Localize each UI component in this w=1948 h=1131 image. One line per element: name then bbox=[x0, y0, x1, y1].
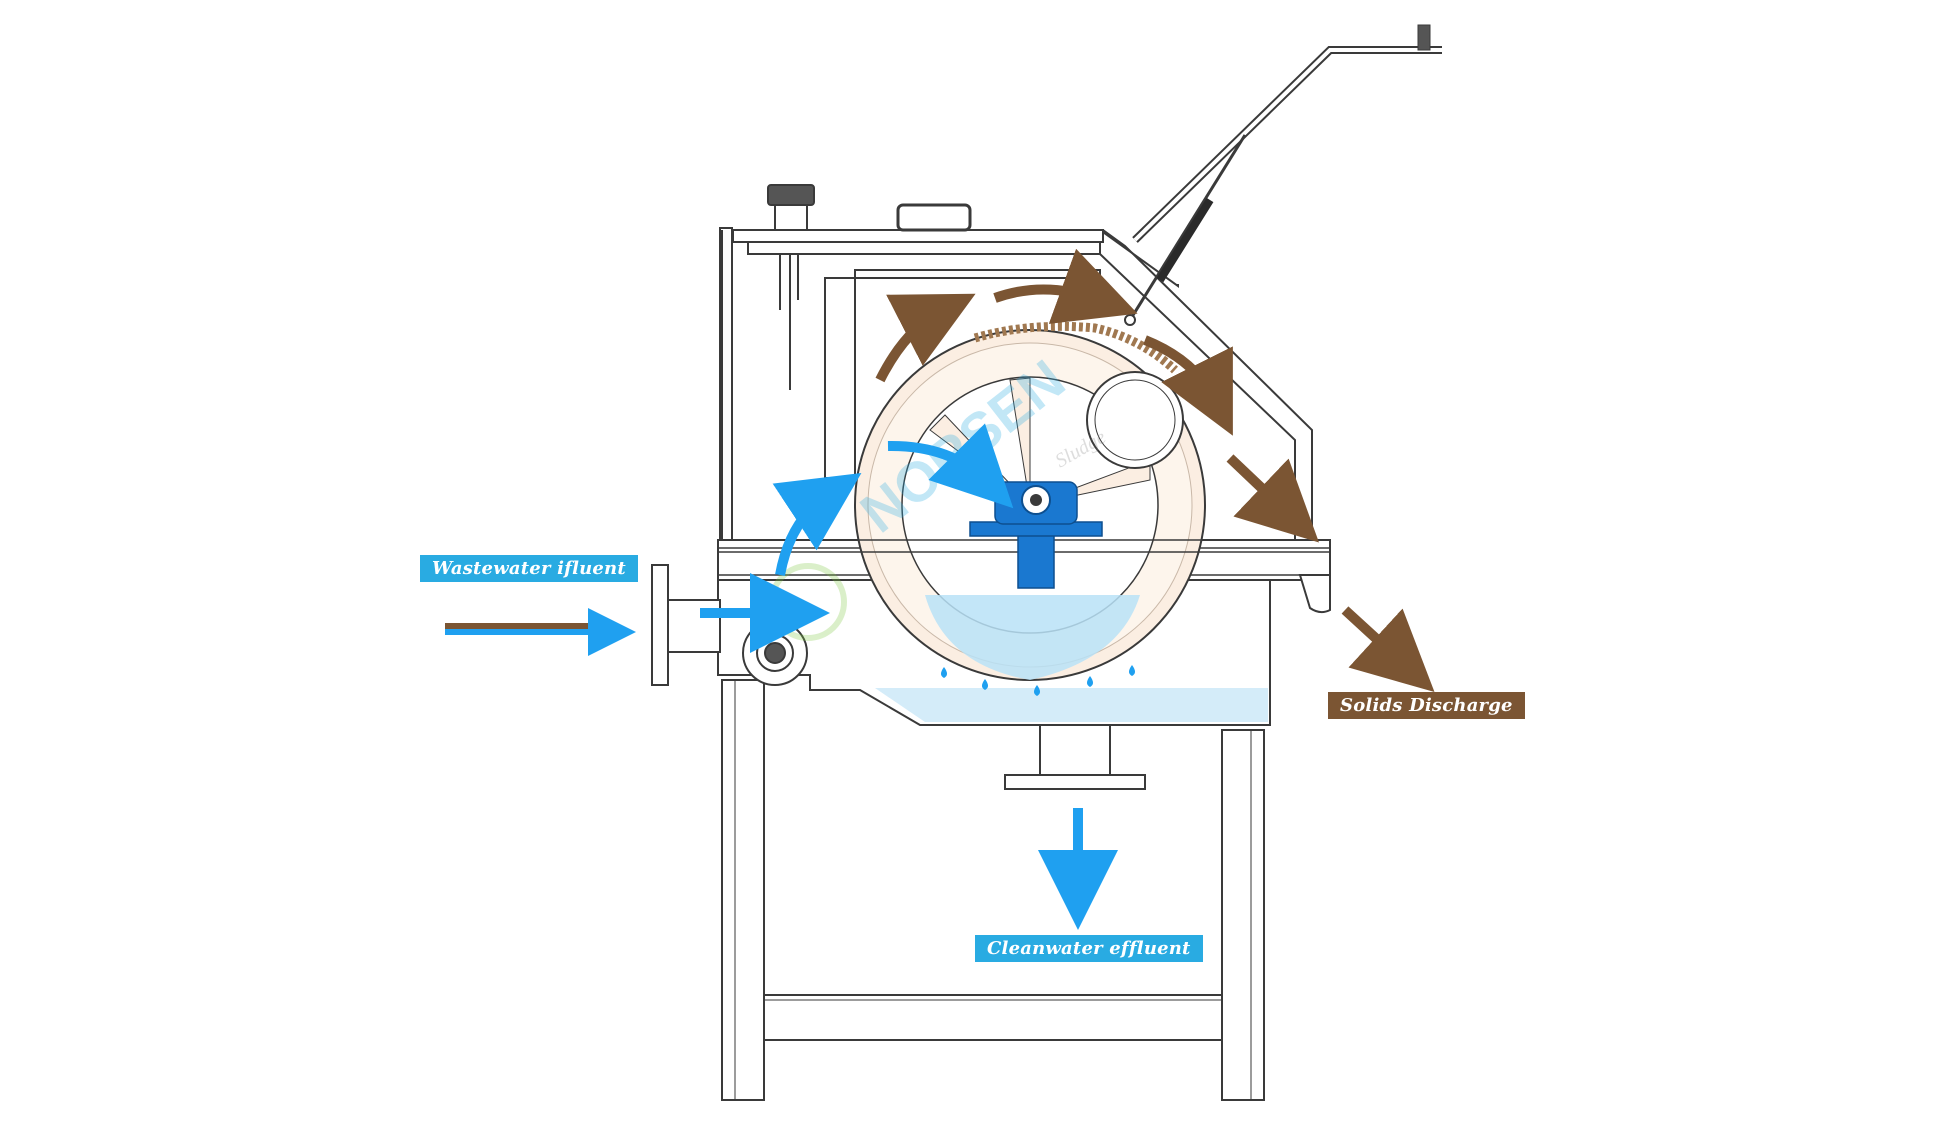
support-frame bbox=[721, 679, 1265, 1101]
solids-arrow-4 bbox=[1226, 454, 1319, 543]
solids-discharge-arrow bbox=[1341, 606, 1435, 693]
drum-inflow-arrow bbox=[887, 423, 1014, 509]
bearing-assembly bbox=[969, 481, 1103, 589]
left-leg bbox=[721, 679, 765, 1101]
upflow-arrow bbox=[772, 473, 862, 576]
influent-label: Wastewater ifluent bbox=[420, 555, 638, 582]
vent-fitting bbox=[767, 184, 815, 231]
tank-water bbox=[875, 688, 1268, 722]
solids-arrow-2 bbox=[993, 248, 1138, 324]
outlet-flange bbox=[1004, 724, 1146, 790]
lid-lever bbox=[1124, 24, 1442, 326]
solids-arrow-1 bbox=[875, 293, 976, 383]
water-droplets bbox=[941, 665, 1135, 696]
solids-flow-arrows bbox=[875, 248, 1435, 693]
drum-water bbox=[925, 595, 1140, 680]
water-flow-arrows bbox=[445, 423, 1118, 930]
effluent-label: Cleanwater effluent bbox=[975, 935, 1203, 962]
top-handle bbox=[896, 203, 972, 232]
solids-label: Solids Discharge bbox=[1328, 692, 1525, 719]
solids-chute bbox=[1298, 574, 1331, 614]
right-leg bbox=[1221, 729, 1265, 1101]
solids-arrow-3 bbox=[1143, 335, 1233, 436]
cross-brace bbox=[763, 994, 1223, 1041]
